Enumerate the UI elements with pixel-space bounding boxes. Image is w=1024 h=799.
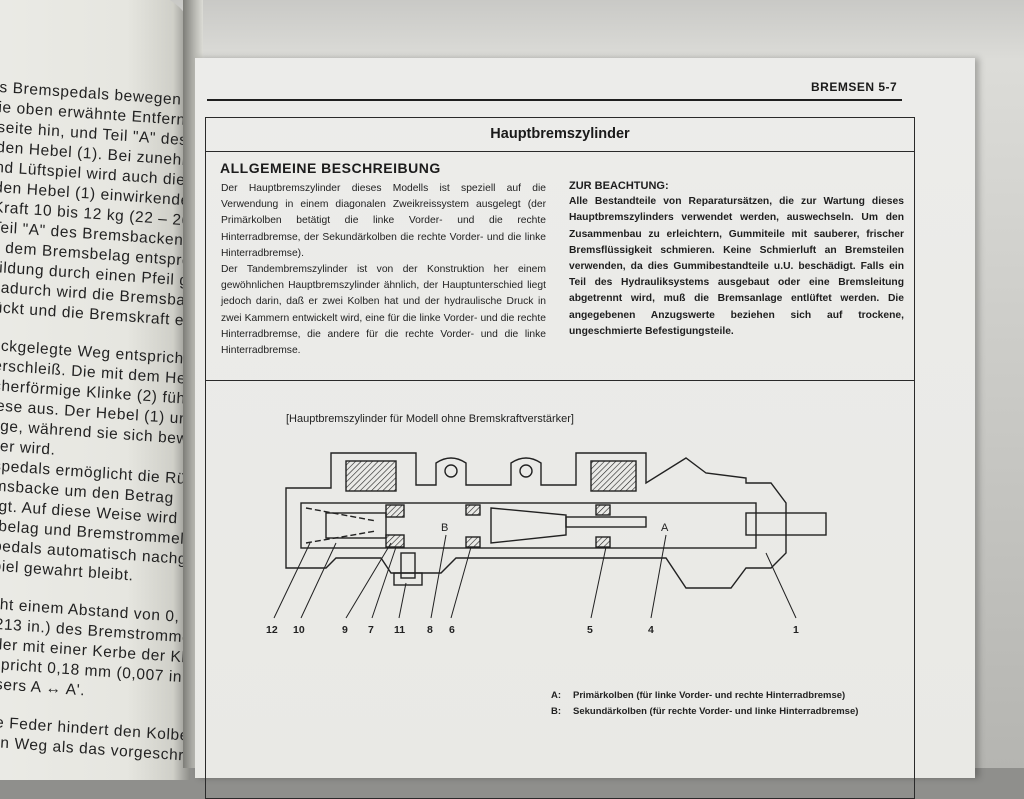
description-paragraph: Der Hauptbremszylinder dieses Modells is… [221,183,546,259]
part-number: 9 [342,624,348,636]
description-paragraph: Der Tandembremszylinder ist von der Kons… [221,264,546,357]
seal [385,534,405,548]
spring [305,507,377,544]
chamber-label-a: A [661,522,669,534]
part-number: 7 [368,624,374,636]
seal [595,504,611,516]
seal [595,536,611,548]
mount-hole [519,464,533,478]
part-number: 10 [293,624,305,636]
cylinder-housing [285,452,787,589]
legend: A:Primärkolben (für linke Vorder- und re… [551,688,858,720]
section-title: ALLGEMEINE BESCHREIBUNG [220,160,441,176]
part-number: 11 [394,624,405,636]
header-rule [207,99,902,101]
description: Der Hauptbremszylinder dieses Modells is… [221,181,546,359]
page-title: Hauptbremszylinder [206,118,914,152]
reservoir-port-rear [345,460,397,492]
reservoir-port-front [590,460,637,492]
content-frame: Hauptbremszylinder ALLGEMEINE BESCHREIBU… [205,117,915,799]
left-page-text: s Bremspedals bewegen sich Kolbenie oben… [0,78,190,780]
text-box: ALLGEMEINE BESCHREIBUNG Der Hauptbremszy… [206,152,914,381]
seal [465,536,481,548]
part-number: 1 [793,624,799,636]
stop-bolt-head [393,572,423,586]
seal [465,504,481,516]
push-rod [745,512,827,536]
mount-hole [444,464,458,478]
legend-item-a: A:Primärkolben (für linke Vorder- und re… [551,690,846,701]
leader-lines [273,534,797,619]
left-page: s Bremspedals bewegen sich Kolbenie oben… [0,0,190,780]
part-number: 4 [648,624,654,636]
legend-item-b: B:Sekundärkolben (für rechte Vorder- und… [551,706,859,717]
seal [385,504,405,518]
right-page: BREMSEN 5-7 Hauptbremszylinder ALLGEMEIN… [195,58,975,799]
bore [300,502,757,549]
note-text: Alle Bestandteile von Reparatursätzen, d… [569,196,904,337]
stop-bolt [400,552,416,579]
figure-caption: [Hauptbremszylinder für Modell ohne Brem… [286,413,574,425]
part-number-labels: 12 10 9 7 11 8 6 5 4 1 [266,624,799,636]
chamber-label-b: B [441,522,448,534]
primary-spring-seat [490,507,567,544]
part-number: 8 [427,624,433,636]
secondary-piston-end [325,512,387,539]
part-number: 5 [587,624,593,636]
page-header: BREMSEN 5-7 [811,80,898,94]
note: ZUR BEACHTUNG: Alle Bestandteile von Rep… [569,178,904,340]
part-number: 6 [449,624,455,636]
part-number: 12 [266,624,278,636]
master-cylinder-diagram: B A 12 10 9 7 11 8 6 [266,452,827,636]
cylinder-body [285,452,827,589]
note-title: ZUR BEACHTUNG: [569,180,669,192]
piston-rod-inner [565,516,647,528]
